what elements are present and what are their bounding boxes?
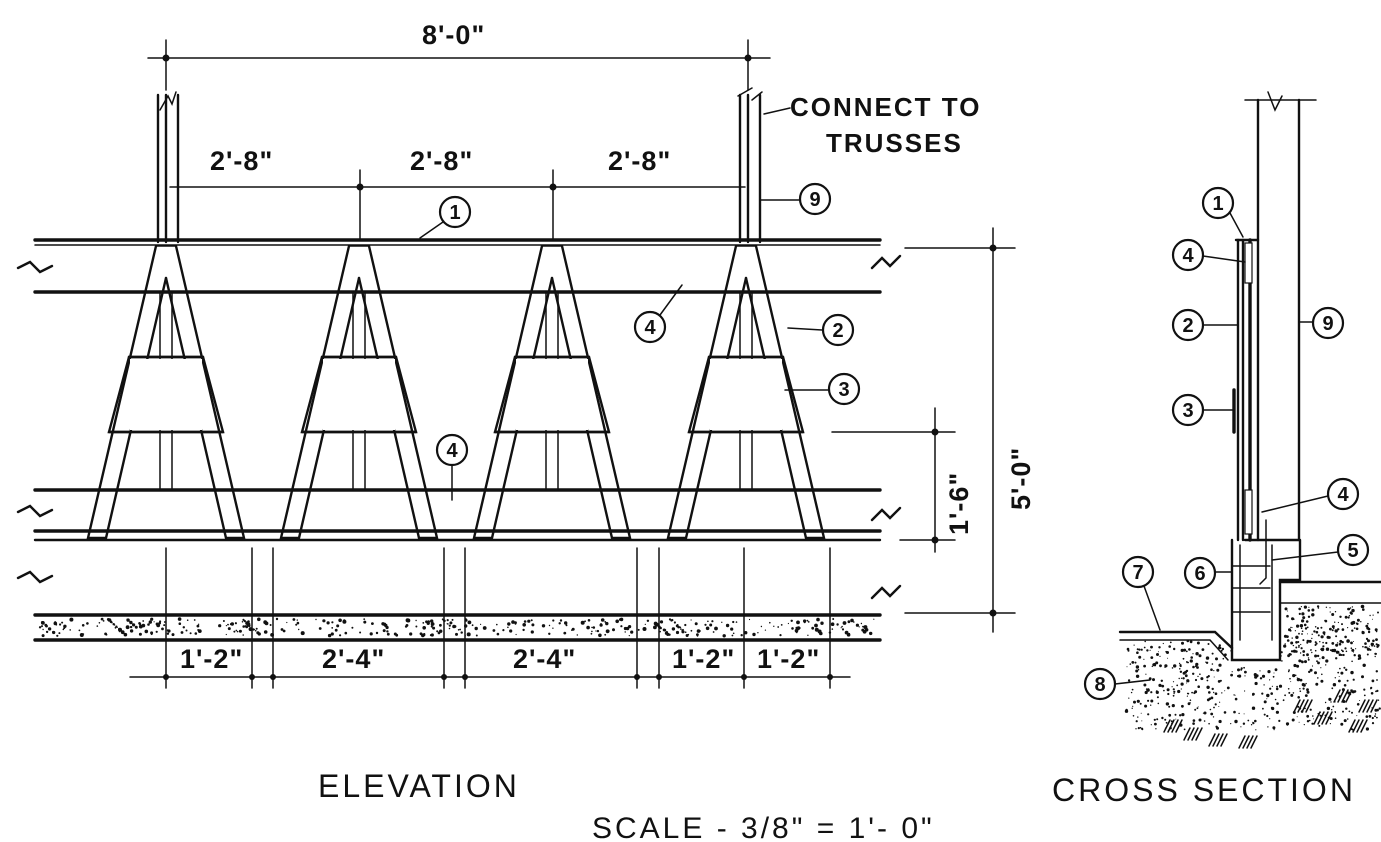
callout-1-top-rail: 1	[419, 195, 472, 239]
callout-4-upper-stringer: 4	[633, 284, 683, 344]
a-frame-2	[279, 244, 439, 540]
dim-overall-width: 8'-0"	[422, 20, 485, 50]
dim-height-lower: 1'-6"	[944, 472, 974, 535]
svg-text:7: 7	[1132, 562, 1143, 584]
svg-text:3: 3	[838, 379, 849, 401]
svg-text:2: 2	[1182, 315, 1193, 337]
callout-9-truss-post: 9	[759, 182, 832, 216]
truss-post-left	[156, 91, 180, 244]
callout-xs-5: 5	[1271, 533, 1370, 567]
callout-4-lower-stringer: 4	[435, 433, 469, 501]
cross-section-title: CROSS SECTION	[1052, 772, 1356, 808]
callout-2-leg: 2	[787, 313, 855, 347]
dim-top-spacing-2: 2'-8"	[410, 146, 473, 176]
callout-xs-9: 9	[1298, 306, 1345, 340]
callout-xs-3: 3	[1171, 393, 1235, 427]
svg-text:4: 4	[644, 317, 656, 339]
dim-height-total: 5'-0"	[1006, 447, 1036, 510]
connect-note: CONNECT TO TRUSSES	[763, 92, 981, 158]
elevation-view: 8'-0" 2'-8" 2'-8" 2'-8" 5'-0" 1'	[16, 20, 1036, 804]
svg-text:1: 1	[449, 202, 460, 224]
svg-text:2: 2	[832, 320, 843, 342]
truss-member	[1243, 91, 1317, 542]
dimension-bottom-spacing: 1'-2" 2'-4" 2'-4" 1'-2" 1'-2"	[129, 547, 851, 689]
callout-xs-4-lower: 4	[1261, 477, 1360, 513]
svg-text:3: 3	[1182, 400, 1193, 422]
svg-text:4: 4	[1337, 484, 1349, 506]
footing	[1118, 519, 1381, 662]
a-frame-supports	[86, 244, 826, 540]
concrete-slab	[33, 613, 882, 642]
note-line-2: TRUSSES	[826, 128, 963, 158]
a-frame-3	[472, 244, 632, 540]
dimension-height: 5'-0" 1'-6"	[831, 227, 1036, 633]
truss-post-right	[737, 87, 763, 244]
dim-top-spacing-3: 2'-8"	[608, 146, 671, 176]
scale-note: SCALE - 3/8" = 1'- 0"	[592, 812, 935, 842]
svg-text:8: 8	[1094, 674, 1105, 696]
svg-text:5: 5	[1347, 540, 1358, 562]
break-marks-right	[870, 254, 902, 600]
svg-text:6: 6	[1194, 563, 1205, 585]
dim-bottom-1: 1'-2"	[180, 644, 243, 674]
svg-text:9: 9	[1322, 313, 1333, 335]
dim-bottom-2: 2'-4"	[322, 644, 385, 674]
svg-text:4: 4	[1182, 245, 1194, 267]
callout-xs-1: 1	[1201, 186, 1244, 238]
dim-bottom-3: 2'-4"	[513, 644, 576, 674]
note-line-1: CONNECT TO	[790, 92, 981, 122]
break-marks-left	[16, 260, 54, 584]
elevation-title: ELEVATION	[318, 768, 520, 804]
callout-3-brace: 3	[784, 372, 861, 406]
dim-bottom-4: 1'-2"	[672, 644, 735, 674]
dim-bottom-5: 1'-2"	[757, 644, 820, 674]
dimension-top-spacing: 2'-8" 2'-8" 2'-8"	[169, 146, 746, 241]
callout-xs-4-upper: 4	[1171, 238, 1246, 272]
cross-section-view: 1 4 2 3 9 4 5	[1052, 91, 1381, 808]
callout-xs-8: 8	[1083, 667, 1151, 701]
a-frame-1	[86, 244, 246, 540]
dimension-overall-width: 8'-0"	[147, 20, 771, 91]
a-frame-4	[666, 244, 826, 540]
dim-top-spacing-1: 2'-8"	[210, 146, 273, 176]
wall-panel-section	[1232, 238, 1260, 542]
callout-xs-2: 2	[1171, 308, 1239, 342]
callout-xs-7: 7	[1121, 555, 1161, 631]
callout-xs-6: 6	[1183, 556, 1233, 590]
ground-earth	[1120, 600, 1381, 760]
svg-text:4: 4	[446, 440, 458, 462]
svg-text:9: 9	[809, 189, 820, 211]
svg-text:1: 1	[1212, 193, 1223, 215]
